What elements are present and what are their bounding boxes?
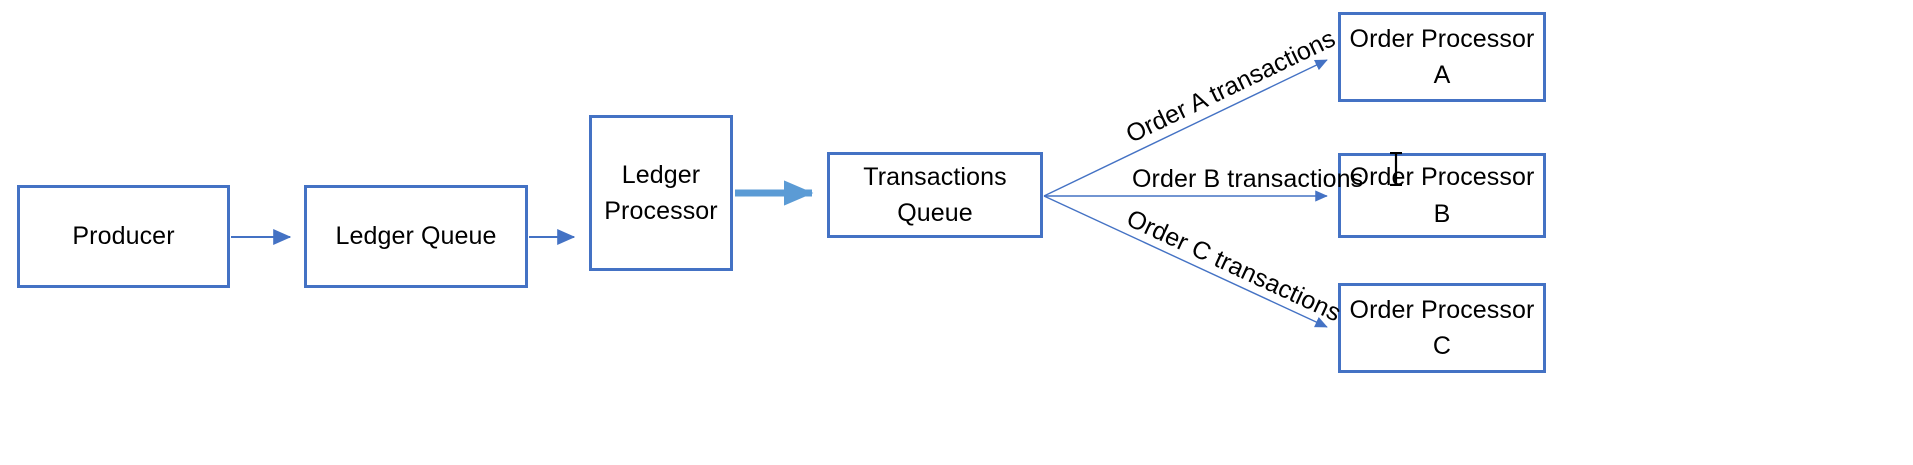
edge-label-order-b-transactions: Order B transactions <box>1132 165 1364 193</box>
node-ledger-queue[interactable]: Ledger Queue <box>304 185 528 288</box>
node-order-processor-a-label: Order Processor A <box>1349 24 1535 89</box>
node-ledger-processor[interactable]: Ledger Processor <box>589 115 733 271</box>
node-transactions-queue[interactable]: Transactions Queue <box>827 152 1043 238</box>
node-producer[interactable]: Producer <box>17 185 230 288</box>
node-producer-label: Producer <box>72 222 175 251</box>
edge-transactions-queue-to-order-c <box>1043 195 1328 328</box>
node-order-processor-b-label: Order Processor B <box>1349 163 1535 228</box>
node-order-processor-b[interactable]: Order Processor B <box>1338 153 1546 238</box>
node-order-processor-c[interactable]: Order Processor C <box>1338 283 1546 373</box>
node-order-processor-c-label: Order Processor C <box>1349 295 1535 360</box>
node-ledger-queue-label: Ledger Queue <box>335 222 497 251</box>
node-order-processor-a[interactable]: Order Processor A <box>1338 12 1546 102</box>
node-ledger-processor-label: Ledger Processor <box>604 160 718 225</box>
edge-transactions-queue-to-order-a <box>1043 59 1328 197</box>
node-transactions-queue-label: Transactions Queue <box>863 162 1007 227</box>
